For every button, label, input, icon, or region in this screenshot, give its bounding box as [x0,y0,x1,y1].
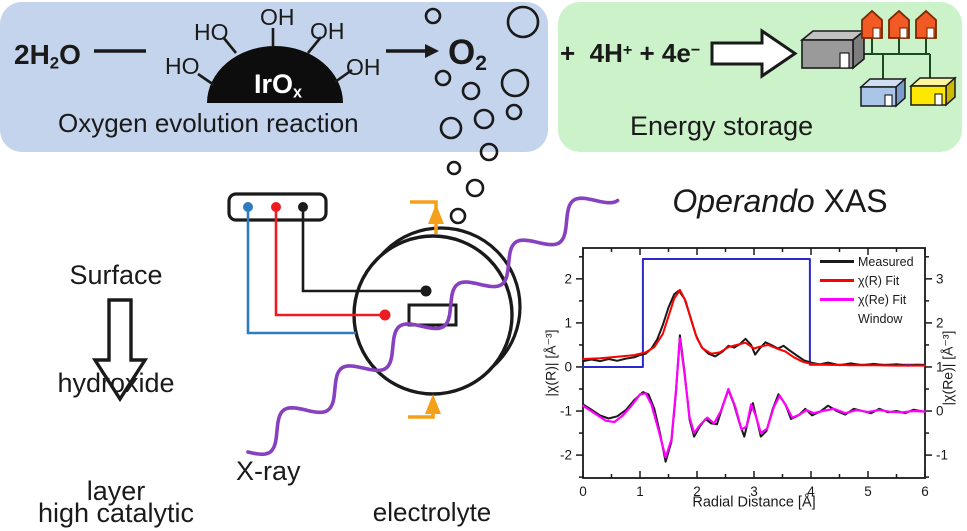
flow-line1: electrolyte [372,497,492,527]
y-axis-label-left: |χ(R)| [Å⁻³] [542,329,559,397]
y-left-tick-label: 2 [564,271,572,286]
oer-caption: Oxygen evolution reaction [58,108,359,138]
x-tick-label: 1 [636,484,644,499]
x-tick-label: 5 [864,484,872,499]
chart-title-rest: XAS [814,183,888,219]
legend-item: Window [820,309,914,328]
legend-label: χ(R) Fit [858,273,900,288]
catalyst-dome [197,28,353,103]
battery-blue-icon [859,77,907,108]
y-right-tick-label: 3 [936,271,944,286]
x-axis-label: Radial Distance [Å] [692,494,816,511]
storage-building-icon [799,29,867,70]
series--re-fit [581,337,927,459]
oh-label-left: HO [165,53,200,79]
oh-label-upper-right: OH [310,18,345,44]
reactant-formula: 2H2O [14,39,81,73]
storage-caption: Energy storage [630,111,814,141]
legend-label: χ(Re) Fit [858,292,907,307]
x-tick-label: 2 [693,484,701,499]
xray-label: X-ray [236,456,301,486]
y-right-tick-label: 2 [936,315,944,330]
block-arrow-right-icon [710,28,798,79]
power-lines [864,38,931,80]
legend-item: Measured [820,252,914,271]
high-activity-text: high catalytic activity [4,423,228,531]
surface-line2: hydroxide [57,368,175,398]
surface-line3: layer [86,476,146,506]
y-right-tick-label: 1 [936,359,944,374]
block-arrow-down-icon [91,298,149,403]
legend-swatch [820,298,854,301]
legend-swatch [820,279,854,282]
oh-label-upper-left: HO [194,19,229,45]
legend-label: Measured [858,254,914,269]
electrolyte-flow-arrows [408,200,444,419]
catalyst-label: IrOx [253,69,303,102]
y-right-tick-label: 0 [936,404,944,419]
reaction-arrow-icon [386,44,439,58]
electrode-wires [246,209,423,335]
chart-title-italic: Operando [672,183,815,219]
surface-hydroxide-text: Surface hydroxide layer [28,185,204,531]
legend-swatch [820,260,854,263]
oh-label-top: OH [260,4,295,30]
electrode-dots [243,202,432,321]
legend-label: Window [858,311,903,326]
battery-yellow-icon [909,76,957,107]
y-left-tick-label: 1 [564,315,572,330]
xray-wave [246,196,620,456]
oxygen-bubbles [424,5,540,225]
electrolyte-flow-label: electrolyte flow [357,427,507,531]
y-right-tick-label: -1 [936,448,948,463]
y-left-tick-label: 0 [564,359,572,374]
chart-title: Operando XAS [628,183,932,219]
x-tick-label: 0 [579,484,587,499]
storage-equation: + 4H+ + 4e− [560,38,701,68]
y-left-tick-label: -1 [560,404,572,419]
legend-item: χ(Re) Fit [820,290,914,309]
x-tick-label: 4 [807,484,815,499]
result-line1: high catalytic [37,498,195,528]
y-left-tick-label: -2 [560,448,572,463]
oh-label-right: OH [346,54,381,80]
house-icons [861,9,937,39]
xas-chart: 0 1 2 3 4 5 6 -2 -1 0 1 2 -1 0 1 2 3 [560,247,948,499]
oh-bonds [197,28,353,87]
x-tick-label: 6 [921,484,929,499]
surface-line1: Surface [69,260,163,290]
legend-item: χ(R) Fit [820,271,914,290]
product-formula: O2 [448,33,487,75]
y-axis-label-right: |χ(Re)| [Å⁻³] [939,330,956,406]
x-tick-label: 3 [750,484,758,499]
series--r-fit [582,288,926,367]
working-electrode [407,303,458,327]
